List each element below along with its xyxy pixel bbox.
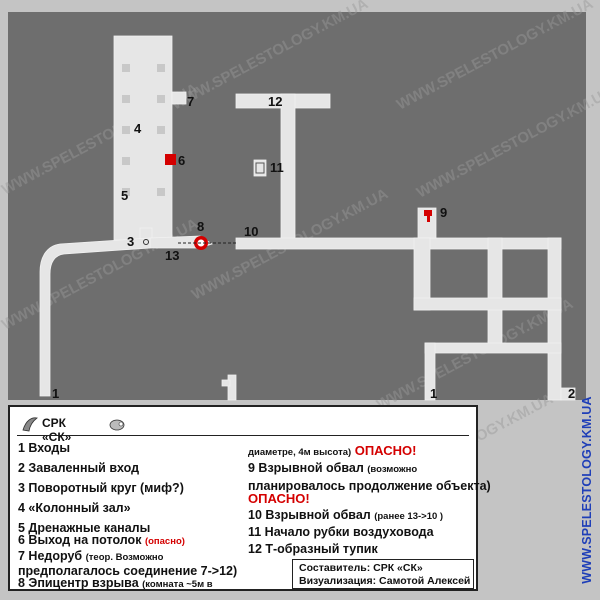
- legend-item-9-note-cont: планировалось продолжение объекта): [248, 479, 491, 493]
- label-10: 10: [244, 224, 258, 239]
- legend-item-10: 10 Взрывной обвал (ранее 13->10 ): [248, 508, 443, 522]
- legend-divider: [17, 435, 469, 436]
- map-labels: 1 1 2 3 4 5 6 7 8 9 10 11 12 13: [52, 94, 575, 401]
- legend-item-8-title: 8 Эпицентр взрыва: [18, 576, 139, 590]
- legend-item-8-cont: диаметре, 4м высота) ОПАСНО!: [248, 443, 416, 458]
- label-3: 3: [127, 234, 134, 249]
- legend-item-9-danger: ОПАСНО!: [248, 491, 310, 506]
- legend-item-7-note-cont: предполагалось соединение 7->12): [18, 564, 238, 578]
- legend-item-9: 9 Взрывной обвал (возможно: [248, 461, 417, 475]
- ceiling-exit-marker: [165, 154, 176, 165]
- credits-box: Составитель: СРК «СК» Визуализация: Само…: [292, 559, 474, 589]
- legend-item-8-note: (комната ~5м в: [142, 579, 213, 590]
- turning-circle-marker: [143, 239, 149, 245]
- legend-item-7-note: (теор. Возможно: [85, 552, 164, 563]
- entrance-1-east: [424, 342, 436, 401]
- credits-author: Составитель: СРК «СК»: [299, 562, 423, 574]
- legend-item-8-note-cont: диаметре, 4м высота): [248, 447, 352, 458]
- legend-item-5: 5 Дренажные каналы: [18, 521, 151, 535]
- legend-item-6: 6 Выход на потолок (опасно): [18, 533, 185, 547]
- legend-item-4: 4 «Колонный зал»: [18, 501, 131, 515]
- legend-item-10-note: (ранее 13->10 ): [374, 511, 444, 522]
- label-7: 7: [187, 94, 194, 109]
- legend-panel: СРК «СК» 1 Входы 2 Заваленный вход 3 Пов…: [8, 405, 491, 591]
- grid-mid: [487, 237, 503, 351]
- legend-item-12: 12 Т-образный тупик: [248, 542, 378, 556]
- label-8: 8: [197, 219, 204, 234]
- legend-item-9-note: (возможно: [367, 464, 418, 475]
- brand-name: СРК «СК»: [42, 416, 72, 444]
- label-4: 4: [134, 121, 142, 136]
- label-9: 9: [440, 205, 447, 220]
- site-url: WWW.SPELESTOLOGY.KM.UA: [580, 396, 594, 584]
- legend-item-9-title: 9 Взрывной обвал: [248, 461, 364, 475]
- brand-logo-icon: [22, 417, 38, 432]
- label-1: 1: [430, 386, 437, 401]
- credits-visual: Визуализация: Самотой Алексей: [299, 575, 471, 587]
- legend-item-1: 1 Входы: [18, 441, 71, 455]
- grid-right: [547, 237, 562, 401]
- main-gallery: [235, 237, 562, 250]
- helmet-icon: [109, 419, 125, 431]
- grid-lower: [424, 342, 562, 354]
- legend-item-2: 2 Заваленный вход: [18, 461, 140, 475]
- legend-item-6-title: 6 Выход на потолок: [18, 533, 142, 547]
- label-5: 5: [121, 188, 128, 203]
- label-12: 12: [268, 94, 282, 109]
- legend-item-8: 8 Эпицентр взрыва (комната ~5м в: [18, 576, 213, 590]
- label-2: 2: [568, 386, 575, 401]
- niche-7: [171, 91, 187, 105]
- legend-item-11: 11 Начало рубки воздуховода: [248, 525, 434, 539]
- legend-item-10-title: 10 Взрывной обвал: [248, 508, 371, 522]
- label-13: 13: [165, 248, 179, 263]
- grid-row: [413, 297, 562, 311]
- airshaft-11: [253, 159, 267, 177]
- site-vertical-label: WWW.SPELESTOLOGY.KM.UA: [576, 385, 598, 595]
- stub-bottom: [227, 374, 237, 401]
- columns: [122, 64, 165, 196]
- legend-item-8-danger: ОПАСНО!: [354, 443, 417, 458]
- label-11: 11: [270, 160, 284, 175]
- label-6: 6: [178, 153, 185, 168]
- label-1: 1: [52, 386, 59, 401]
- tunnel-entrance-west: [39, 237, 151, 397]
- legend-item-7-title: 7 Недоруб: [18, 549, 83, 563]
- legend-item-7: 7 Недоруб (теор. Возможно: [18, 549, 163, 563]
- stub-bottom-arm: [221, 379, 231, 387]
- entrance-2: [560, 387, 576, 401]
- legend-item-3: 3 Поворотный круг (миф?): [18, 481, 184, 495]
- legend-item-6-note: (опасно): [144, 536, 185, 547]
